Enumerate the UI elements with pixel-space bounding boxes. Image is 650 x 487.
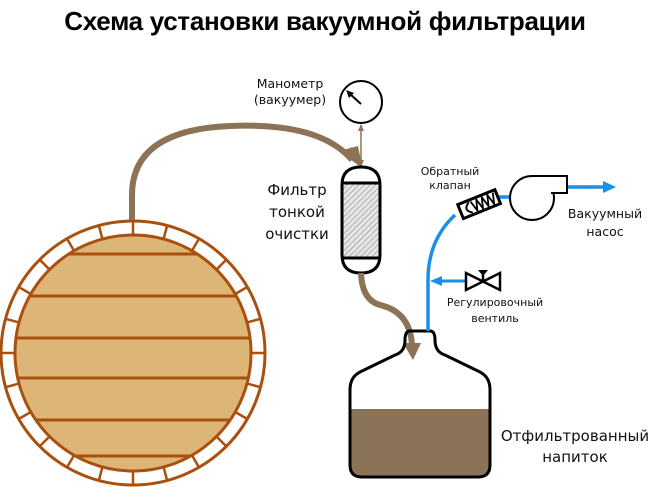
barrel-hoop-divider	[97, 225, 104, 240]
barrel-hoop-divider	[234, 410, 248, 421]
barrel-ring-dividers	[1, 221, 265, 485]
check-valve	[455, 187, 503, 221]
flow-arrow-icon	[403, 343, 421, 360]
barrel-hoop-divider	[65, 454, 76, 468]
barrel-hoop-divider	[18, 410, 32, 421]
barrel-hoop-divider	[97, 466, 104, 481]
manometer	[339, 80, 383, 167]
manometer-label: Манометр (вакуумер)	[253, 76, 327, 108]
barrel-hoop-divider	[246, 382, 261, 389]
barrel-hoop-divider	[162, 225, 169, 240]
filter-label: Фильтр тонкой очистки	[265, 181, 329, 243]
flow-arrow-icon	[430, 276, 442, 286]
barrel-hoop-divider	[215, 258, 228, 271]
barrel-hoop-divider	[18, 285, 32, 296]
barrel-hoop-divider	[246, 317, 261, 324]
barrel	[0, 219, 267, 487]
check-valve-label: Обратный клапан	[420, 165, 480, 193]
manometer-needle-icon	[349, 93, 362, 105]
control-valve	[464, 270, 502, 293]
pipe-filter-to-bottle	[358, 272, 421, 360]
control-valve-label: Регулировочный вентиль	[446, 296, 544, 325]
barrel-hoop-divider	[38, 435, 51, 448]
receiving-bottle	[348, 329, 492, 479]
fine-filter	[340, 165, 382, 275]
flow-arrow-icon	[603, 181, 616, 193]
filtered-product-label: Отфильтрованный напиток	[500, 427, 650, 466]
barrel-hoop-divider	[234, 285, 248, 296]
vacuum-pump-label: Вакуумный насос	[567, 206, 643, 239]
barrel-hoop-divider	[38, 258, 51, 271]
valve-handle-icon	[478, 270, 488, 276]
barrel-hoop-divider	[190, 454, 201, 468]
barrel-hoop-divider	[190, 238, 201, 252]
barrel-inner	[13, 233, 253, 473]
barrel-hoop-divider	[5, 317, 20, 324]
barrel-hoop-divider	[162, 466, 169, 481]
filtered-liquid	[350, 409, 490, 477]
manometer-dial	[339, 80, 383, 124]
filter-media	[343, 184, 379, 258]
spring-icon	[469, 191, 496, 214]
barrel-hoop-divider	[65, 238, 76, 252]
barrel-hoop-divider	[5, 382, 20, 389]
barrel-hoop-divider	[215, 435, 228, 448]
diagram-title: Схема установки вакуумной фильтрации	[64, 6, 586, 36]
vacuum-pump	[509, 175, 568, 221]
pipe-barrel-to-filter	[129, 122, 363, 220]
